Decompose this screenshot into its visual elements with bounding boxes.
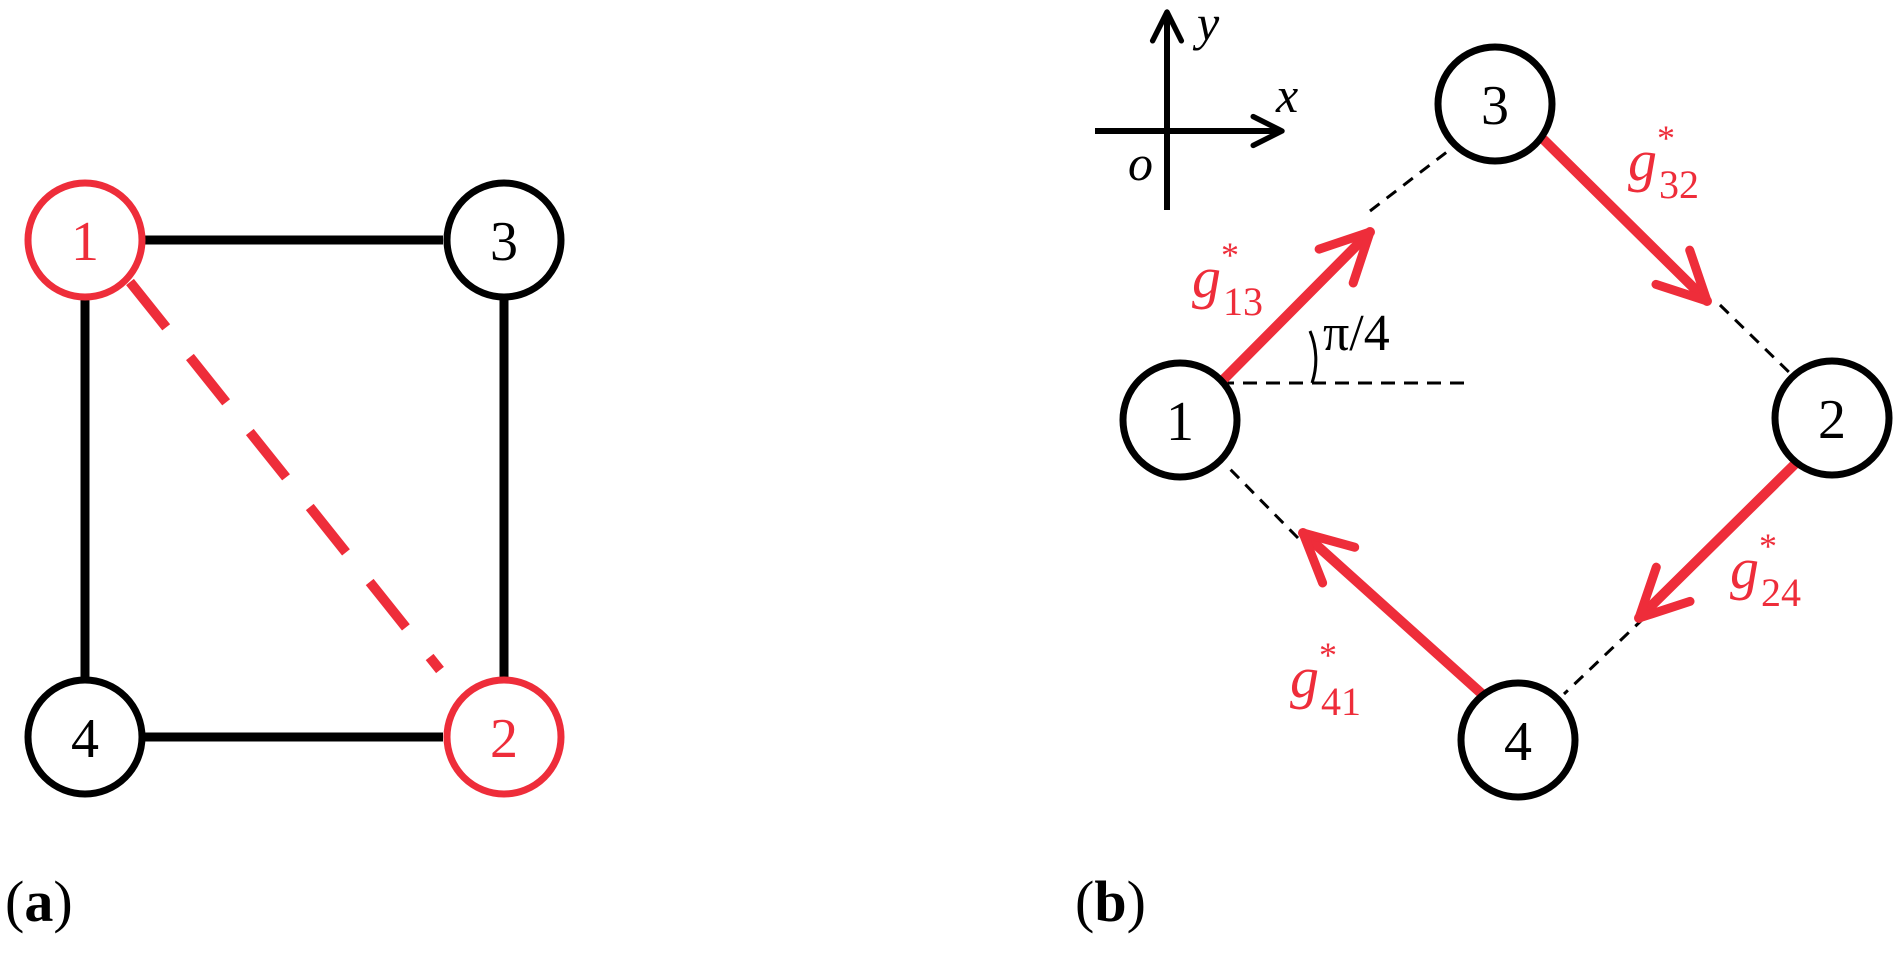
y-axis-label: y [1192,0,1220,51]
node-b-4: 4 [1457,679,1579,801]
edge-1-2-dashed [126,278,444,674]
panel-b: x y o π/4 g*13 g*32 g*24 g*41 1 3 [1075,0,1893,934]
node-label: 2 [490,708,518,770]
origin-label: o [1128,135,1153,191]
node-b-2: 2 [1771,357,1893,479]
angle-label: π/4 [1323,305,1390,362]
edge-label-g41: g*41 [1290,635,1361,724]
guide-2-4 [1562,616,1646,696]
x-axis-label: x [1275,67,1298,123]
panel-label-b: (b) [1075,869,1146,934]
angle-arc [1308,330,1318,384]
node-label: 3 [490,211,518,273]
node-label: 4 [71,708,99,770]
node-b-1: 1 [1119,359,1241,481]
node-a-3: 3 [443,179,565,301]
coordinate-axes: x y o [1095,0,1298,210]
node-label: 1 [1166,391,1194,453]
node-a-4: 4 [24,676,146,798]
node-a-1: 1 [24,179,146,301]
guide-3-2 [1718,303,1797,380]
arrow-g32 [1539,135,1712,306]
guide-1-3 [1369,136,1466,213]
node-label: 4 [1504,711,1532,773]
panel-label-a: (a) [5,869,73,934]
node-label: 2 [1818,389,1846,451]
arrow-g24 [1634,459,1800,623]
edge-label-g13: g*13 [1192,235,1263,324]
node-label: 3 [1481,75,1509,137]
panel-a: 1 3 4 2 (a) [5,179,565,934]
node-a-2: 2 [443,676,565,798]
node-b-3: 3 [1434,43,1556,165]
arrow-g13 [1215,227,1375,388]
guide-4-1 [1226,465,1300,540]
node-label: 1 [71,211,99,273]
arrow-g41 [1298,528,1487,699]
edge-label-g32: g*32 [1628,118,1699,207]
edge-label-g24: g*24 [1730,526,1801,615]
